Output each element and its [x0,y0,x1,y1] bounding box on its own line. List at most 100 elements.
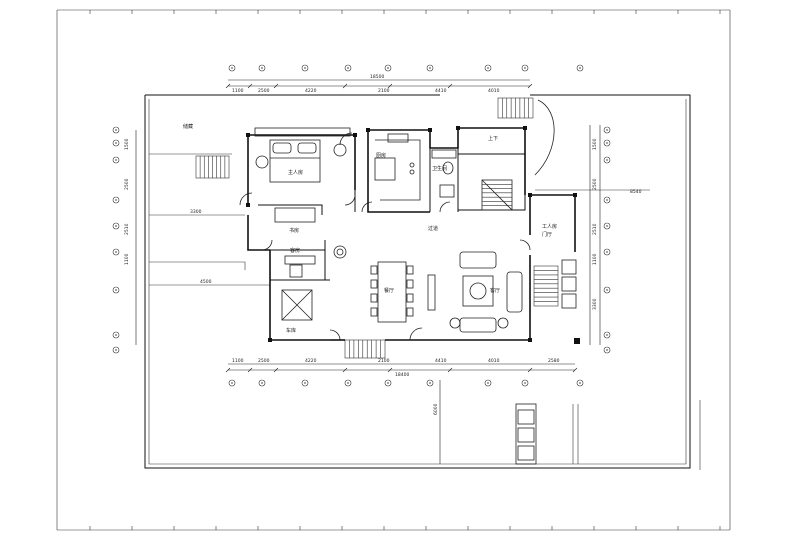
axis-bubble [603,222,611,230]
dim-left-3: 1100 [124,253,130,265]
kitchen-island [374,133,421,201]
axis-bubble-dot [524,67,526,69]
structural-columns [246,126,580,344]
round-tables [333,245,347,259]
axis-bubble-dot [115,334,117,336]
axis-bubble-dot [606,289,608,291]
axis-bubble [484,64,492,72]
axis-bubble-dot [429,382,431,384]
living-sofa-set [427,251,523,333]
axis-bubble-dot [115,129,117,131]
axis-bubble [576,64,584,72]
axis-bubble [384,64,392,72]
axis-bubble-dot [606,225,608,227]
dim-tick [447,83,453,89]
axis-bubble [484,379,492,387]
axis-bubble [112,222,120,230]
dining-chair [370,279,378,289]
axis-bubble-dot [429,67,431,69]
axis-bubble-dot [115,199,117,201]
dining-chair [370,307,378,317]
dim-tick [527,83,533,89]
dim-tick [273,367,279,373]
study-furniture [274,207,316,321]
axis-bubble [112,196,120,204]
axis-bubble-dot [261,382,263,384]
axis-bubble-dot [115,225,117,227]
axis-bubble [258,379,266,387]
axis-bubble-dot [231,67,233,69]
label-guest: 客房 [290,247,300,254]
axis-bubble-dot [606,159,608,161]
axis-bubble-dot [115,159,117,161]
label-utility: 工人房 [542,223,557,230]
axis-bubble-dot [347,67,349,69]
dim-left-1: 2500 [124,178,130,190]
dim-tick [225,83,231,89]
axis-bubble-dot [304,67,306,69]
axis-bubble [344,64,352,72]
dim-vertical-mid: 6000 [433,403,439,415]
axis-bubble [112,126,120,134]
dim-inner-b: 4500 [200,279,212,285]
axis-bubble-dot [261,67,263,69]
room-labels: 储藏 主人房 厨房 卫生间 上下 工人房 过道 餐厅 客厅 书房 客房 车库 门… [183,123,557,334]
dim-right-3: 1100 [592,253,598,265]
label-master-bedroom: 主人房 [288,169,303,176]
axis-bubble-dot [115,349,117,351]
label-entry: 门厅 [542,231,552,238]
axis-bubble-dot [579,67,581,69]
axis-bubble [603,196,611,204]
dim-bot-3: 2100 [378,358,390,364]
axis-bubble-dot [579,382,581,384]
axis-bubble-dot [606,251,608,253]
axis-bubble [603,156,611,164]
dim-bot-6: 2580 [548,358,560,364]
dining-chair [406,265,414,275]
dim-top-total: 18500 [370,74,384,80]
axis-bubble [112,331,120,339]
dim-tick [342,83,348,89]
dim-top-3: 2100 [378,88,390,94]
axis-bubble [228,64,236,72]
grid-axis-bubbles [112,64,611,387]
axis-bubble-dot [606,334,608,336]
dim-tick [247,367,253,373]
dim-top-4: 4410 [435,88,447,94]
label-powder-room: 卫生间 [432,165,447,172]
axis-bubble [228,379,236,387]
interior-stair [481,179,513,211]
axis-bubble [112,346,120,354]
dim-bot-4: 4410 [435,358,447,364]
dim-bot-1: 2500 [258,358,270,364]
dim-right-outer: 8540 [630,189,642,195]
axis-bubble [521,64,529,72]
dim-bot-5: 4010 [488,358,500,364]
axis-bubble-dot [347,382,349,384]
axis-bubble-dot [115,142,117,144]
label-dining: 餐厅 [384,287,394,294]
axis-bubble [426,64,434,72]
axis-bubble [301,379,309,387]
dim-top-5: 4010 [488,88,500,94]
label-storage: 储藏 [183,123,193,130]
dim-bot-total: 18400 [395,372,409,378]
dim-right-1: 2500 [592,178,598,190]
dim-tick [225,367,231,373]
border-ticks [89,10,721,530]
axis-bubble-dot [606,142,608,144]
axis-bubble-dot [115,251,117,253]
axis-bubble-dot [606,129,608,131]
dim-top-1: 2500 [258,88,270,94]
axis-bubble-dot [387,382,389,384]
axis-bubble-dot [487,382,489,384]
site-boundary [144,94,691,469]
axis-bubble-dot [115,289,117,291]
dim-right-0: 1500 [592,138,598,150]
label-passage: 过道 [428,225,438,232]
planter-boxes [515,259,579,465]
axis-bubble [301,64,309,72]
axis-bubble [426,379,434,387]
